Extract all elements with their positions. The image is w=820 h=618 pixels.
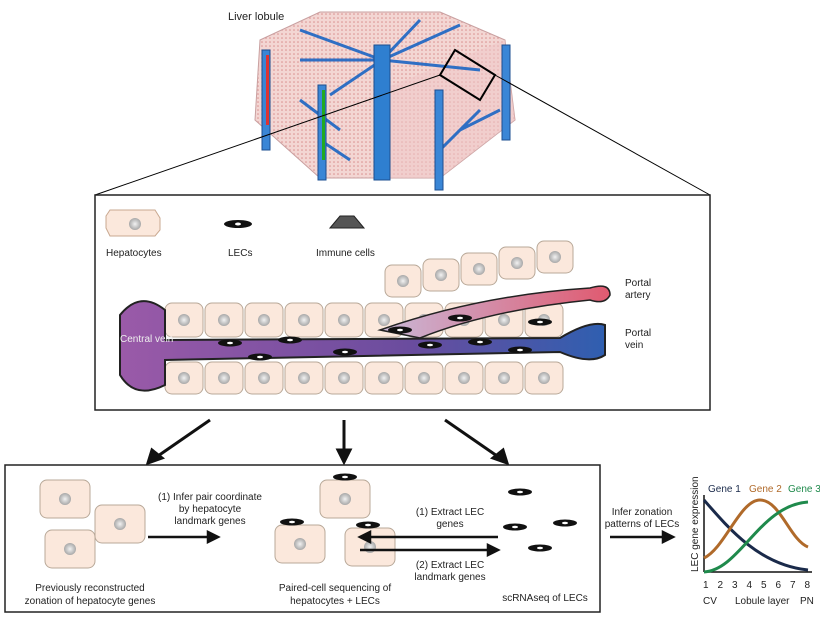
central-vein-column [373,44,391,181]
legend-hepatocytes: Hepatocytes [106,248,162,259]
lec-cell [468,338,492,346]
hepatocyte [204,302,244,338]
liver-lobule-illustration: Liver lobule [94,11,711,196]
x-right-label: PN [800,596,814,607]
caption-mid-1: Paired-cell sequencing of [279,583,392,594]
portal-vein-label-1: Portal [625,328,651,339]
portal-artery-label-2: artery [625,290,651,301]
hepatocyte [460,252,498,286]
sinusoid-vein [119,300,606,392]
workflow-arrows [148,529,676,558]
hepatocyte [164,302,204,338]
chart-xlabel: Lobule layer [735,596,790,607]
lec-cell [278,336,302,344]
gene3-curve [703,500,809,574]
portal-artery-vessel [377,285,611,339]
lec-cell [218,339,242,347]
legend-gene2: Gene 2 [749,484,782,495]
lobule-label: Liver lobule [228,11,284,23]
caption-left-1: Previously reconstructed [35,583,145,594]
hepatocyte [324,302,364,338]
legend-lecs: LECs [228,248,252,259]
down-arrows [145,418,510,466]
hepatocyte [44,529,96,569]
cell-legend: Hepatocytes LECs Immune cells [105,209,375,259]
extract1-line2: genes [436,519,463,530]
extract2-line2: landmark genes [414,572,485,583]
x-tick: 4 [747,580,753,591]
infer-step-line3: landmark genes [174,516,245,527]
lec-cell [356,521,380,529]
hepatocyte [274,524,326,564]
lec-cell [333,348,357,356]
lec-cell [280,518,304,526]
hepatocyte [244,302,284,338]
hepatocyte [324,361,364,395]
lec-cell [248,353,272,361]
hepatocyte [536,240,574,274]
x-tick: 1 [703,580,709,591]
lec-cell [503,523,527,531]
hepatocyte [164,361,204,395]
hepatocyte [384,264,422,298]
portal-artery-label-1: Portal [625,278,651,289]
extract2-line1: (2) Extract LEC [416,560,484,571]
extract1-line1: (1) Extract LEC [416,507,484,518]
lec-cell [528,544,552,552]
hepatocyte [39,479,91,519]
gene2-curve [703,498,809,560]
hepatocyte [444,361,484,395]
x-tick: 3 [732,580,738,591]
chart-ylabel: LEC gene expression [690,476,701,572]
gene1-curve [702,499,809,572]
hepatocyte [404,361,444,395]
zonation-chart: LEC gene expression Gene 1 Gene 2 Gene 3… [690,476,820,607]
lec-cell [388,326,412,334]
infer-zonation-1: Infer zonation [612,507,673,518]
legend-gene3: Gene 3 [788,484,820,495]
caption-mid-2: hepatocytes + LECs [290,596,380,607]
infer-zonation-2: patterns of LECs [605,519,679,530]
hepatocyte [498,246,536,280]
x-tick: 5 [761,580,767,591]
x-tick: 2 [718,580,724,591]
infer-step-line2: by hepatocyte [179,504,242,515]
zoom-region-marker [438,48,497,102]
hepatocyte [484,361,524,395]
x-left-label: CV [703,596,717,607]
lec-cell [333,473,357,481]
lec-cell [448,314,472,322]
legend-gene1: Gene 1 [708,484,741,495]
hepatocyte [284,361,324,395]
infer-step-line1: (1) Infer pair coordinate [158,492,262,503]
x-tick: 6 [776,580,782,591]
lec-cell [508,488,532,496]
hepatocyte [364,361,404,395]
hepatocyte [244,361,284,395]
hepatocyte [94,504,146,544]
lec-cells [218,314,552,361]
hepatocyte [284,302,324,338]
lec-cell [553,519,577,527]
lec-cell [508,346,532,354]
lec-cell [528,318,552,326]
hepatocyte [524,361,564,395]
central-vein-label: Central vein [120,334,173,345]
legend-immune-cells: Immune cells [316,248,375,259]
hepatocyte [422,258,460,292]
hepatocyte-rows [164,240,574,395]
caption-right: scRNAseq of LECs [502,593,588,604]
x-tick: 8 [805,580,811,591]
hepatocyte [319,479,371,519]
hepatocyte [204,361,244,395]
x-tick: 7 [790,580,796,591]
caption-left-2: zonation of hepatocyte genes [25,596,156,607]
lec-cell [418,341,442,349]
portal-vein-label-2: vein [625,340,643,351]
